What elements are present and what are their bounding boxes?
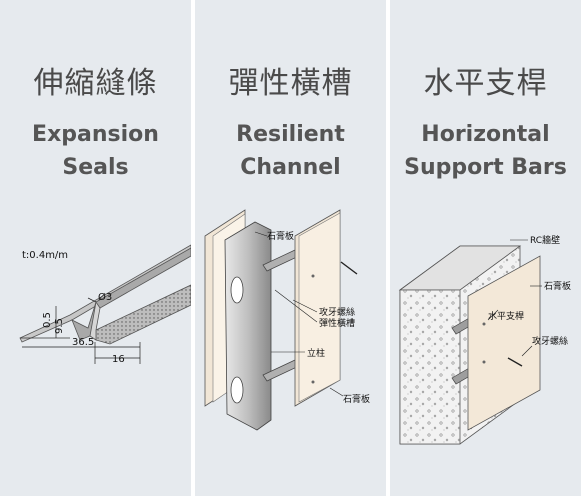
seal-left-flange — [19, 244, 191, 343]
dim-95-label: 9.5 — [54, 318, 65, 334]
seal-groove-wall — [89, 300, 101, 341]
panel-title-cn: 水平支桿 — [423, 66, 548, 101]
panel-title-cn: 彈性橫槽 — [228, 66, 353, 101]
rc-wall-front — [399, 289, 461, 445]
diameter-label: Ø3 — [98, 291, 112, 303]
dim-05-label: 0.5 — [42, 312, 53, 328]
panel-resilient-channel: 彈性橫槽 Resilient Channel — [195, 0, 386, 496]
panel-horizontal-support-bars: 水平支桿 Horizontal Support Bars — [390, 0, 581, 496]
screw-hole — [482, 360, 486, 364]
dim-16-label: 16 — [112, 354, 125, 365]
screw-hole — [311, 380, 315, 384]
panel-title-en-line2: Support Bars — [404, 155, 567, 180]
tapping-screw — [340, 261, 358, 275]
label-gypsum-board: 石膏板 — [544, 280, 571, 292]
leader-line — [274, 289, 318, 323]
panel-title-en: Resilient Channel — [195, 118, 386, 184]
label-rc-wall: RC牆壁 — [530, 234, 560, 246]
panel-title-en: Horizontal Support Bars — [390, 118, 581, 184]
screw-hole — [482, 322, 486, 326]
screw-hole — [311, 274, 315, 278]
dim-365-label: 36.5 — [72, 337, 94, 348]
panel-expansion-seals: 伸縮縫條 Expansion Seals — [0, 0, 191, 496]
panel-title-en-line1: Expansion — [32, 122, 159, 147]
panel-title-en-line2: Seals — [62, 155, 129, 180]
panel-title-en: Expansion Seals — [0, 118, 191, 184]
leader-line — [254, 231, 268, 237]
leader-line — [329, 387, 344, 397]
panel-title-cn: 伸縮縫條 — [33, 66, 158, 101]
panel-title-en-line2: Channel — [240, 155, 341, 180]
label-gypsum-board-bottom: 石膏板 — [343, 393, 370, 405]
gypsum-board — [467, 255, 541, 431]
panel-title-en-line1: Horizontal — [421, 122, 550, 147]
label-gypsum-board-top: 石膏板 — [267, 230, 294, 242]
leader-line — [521, 345, 533, 357]
label-support-bar: 水平支桿 — [488, 310, 524, 322]
label-tapping-screw: 攻牙螺絲 — [532, 335, 568, 347]
label-resilient-channel: 彈性橫槽 — [319, 317, 355, 329]
resilient-channel-drawing: 石膏板 攻牙螺絲 彈性橫槽 立柱 石膏板 — [204, 209, 370, 431]
metal-stud — [224, 221, 272, 431]
leader-line — [292, 299, 318, 313]
diameter-leader — [87, 297, 97, 303]
panel-title-en-line1: Resilient — [236, 122, 345, 147]
leader-line — [487, 309, 499, 321]
label-tapping-screw: 攻牙螺絲 — [319, 306, 355, 318]
horizontal-support-drawing: RC牆壁 石膏板 水平支桿 攻牙螺絲 — [398, 234, 571, 445]
tapping-screw — [507, 357, 523, 367]
spec-label: t:0.4m/m — [22, 250, 68, 261]
stud-hole-lower — [230, 376, 244, 404]
seal-v-groove — [71, 247, 191, 341]
stud-hole-upper — [230, 276, 244, 304]
label-stud: 立柱 — [307, 347, 325, 359]
gypsum-board-front-face — [298, 212, 341, 403]
expansion-seal-drawing: t:0.4m/m Ø3 0.5 9.5 36.5 16 — [19, 244, 191, 365]
